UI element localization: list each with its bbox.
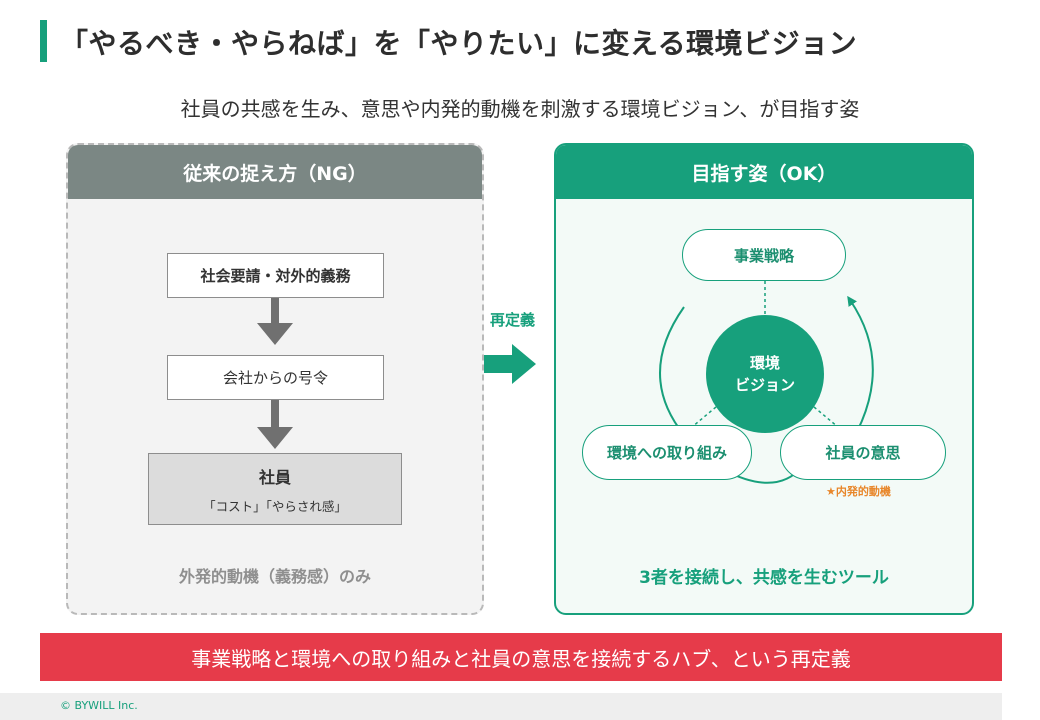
company-order-box: 会社からの号令 xyxy=(167,355,384,400)
social-demand-box: 社会要請・対外的義務 xyxy=(167,253,384,298)
redefinition-label: 再定義 xyxy=(490,311,536,329)
ng-panel-footer: 外発的動機（義務感）のみ xyxy=(178,567,371,586)
center-label-line1: 環境 xyxy=(749,353,780,372)
conclusion-banner: 事業戦略と環境への取り組みと社員の意思を接続するハブ、という再定義 xyxy=(40,633,1002,681)
employee-label: 社員 xyxy=(258,467,291,487)
ok-panel-footer: 3者を接続し、共感を生むツール xyxy=(639,568,889,588)
employee-will-node: 社員の意思 xyxy=(780,425,946,480)
employee-sublabel: 「コスト」「やらされ感」 xyxy=(203,498,347,514)
ng-panel-header: 従来の捉え方（NG） xyxy=(68,145,482,199)
intrinsic-motivation-note: ★内発的動機 xyxy=(826,485,891,498)
cycle-arrow-left xyxy=(659,306,688,439)
copyright: © BYWILL Inc. xyxy=(60,699,138,712)
redefinition-arrow-icon xyxy=(484,344,536,384)
environment-vision-node: 環境 ビジョン xyxy=(706,315,824,433)
environmental-efforts-node: 環境への取り組み xyxy=(582,425,752,480)
employee-box: 社員 「コスト」「やらされ感」 xyxy=(148,453,402,525)
page-title: 「やるべき・やらねば」を「やりたい」に変える環境ビジョン xyxy=(60,27,858,60)
ok-panel: 目指す姿（OK） 事業戦略 環境 ビジョン 環境への取り組み 社員の意思 ★内発… xyxy=(554,143,974,615)
connector-left xyxy=(679,406,717,438)
business-strategy-node: 事業戦略 xyxy=(682,229,846,281)
page-subtitle: 社員の共感を生み、意思や内発的動機を刺激する環境ビジョン、が目指す姿 xyxy=(180,97,860,121)
ng-panel: 従来の捉え方（NG） 社会要請・対外的義務 会社からの号令 社員 「コスト」「や… xyxy=(66,143,484,615)
connector-right xyxy=(813,406,851,438)
footer-bar xyxy=(0,693,1002,720)
title-accent-bar xyxy=(40,20,47,62)
ok-panel-header: 目指す姿（OK） xyxy=(556,145,972,199)
center-label-line2: ビジョン xyxy=(734,376,795,394)
